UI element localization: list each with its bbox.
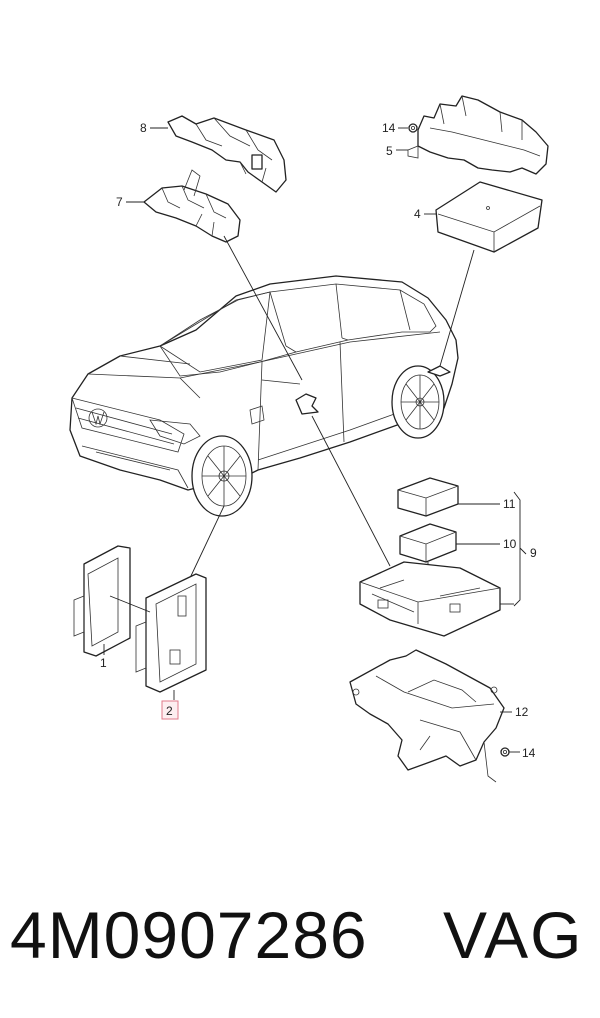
part-9-assembly	[359, 491, 527, 637]
callout-9: 9	[530, 546, 537, 560]
part-1-module	[73, 545, 131, 657]
part-14-nut-upper	[398, 123, 418, 133]
part-8-bracket	[150, 115, 287, 193]
part-7-bracket	[126, 169, 241, 243]
part-11-module	[397, 477, 500, 517]
callout-4: 4	[414, 207, 421, 221]
leader-9-car	[311, 415, 391, 567]
callout-14-lower: 14	[522, 746, 536, 760]
part-14-nut-lower	[500, 747, 520, 757]
brand-label: VAG	[443, 898, 584, 972]
part-10-module	[399, 523, 500, 572]
leader-4-car	[439, 249, 475, 367]
callout-7: 7	[116, 195, 123, 209]
part-5-housing	[396, 95, 549, 175]
vehicle-illustration	[69, 275, 459, 517]
part-number: 4M0907286	[10, 898, 368, 972]
callout-2-highlight-box	[161, 700, 179, 720]
callout-12: 12	[515, 705, 529, 719]
callout-14-upper: 14	[382, 121, 396, 135]
callout-8: 8	[140, 121, 147, 135]
callout-2: 2	[166, 704, 173, 718]
callout-10: 10	[503, 537, 517, 551]
part-4-control-unit	[424, 181, 543, 253]
leader-2-car	[189, 505, 225, 579]
callout-11: 11	[503, 497, 516, 511]
part-12-bracket	[349, 649, 512, 783]
footer-row: 4M0907286 VAG	[0, 880, 600, 990]
part-2-module	[109, 573, 207, 700]
parts-diagram: 8 7 14 5 4 11 10 9 1 2 12 14	[69, 95, 549, 783]
callout-1: 1	[100, 656, 107, 670]
leader-7-car	[223, 235, 303, 381]
callout-5: 5	[386, 144, 393, 158]
